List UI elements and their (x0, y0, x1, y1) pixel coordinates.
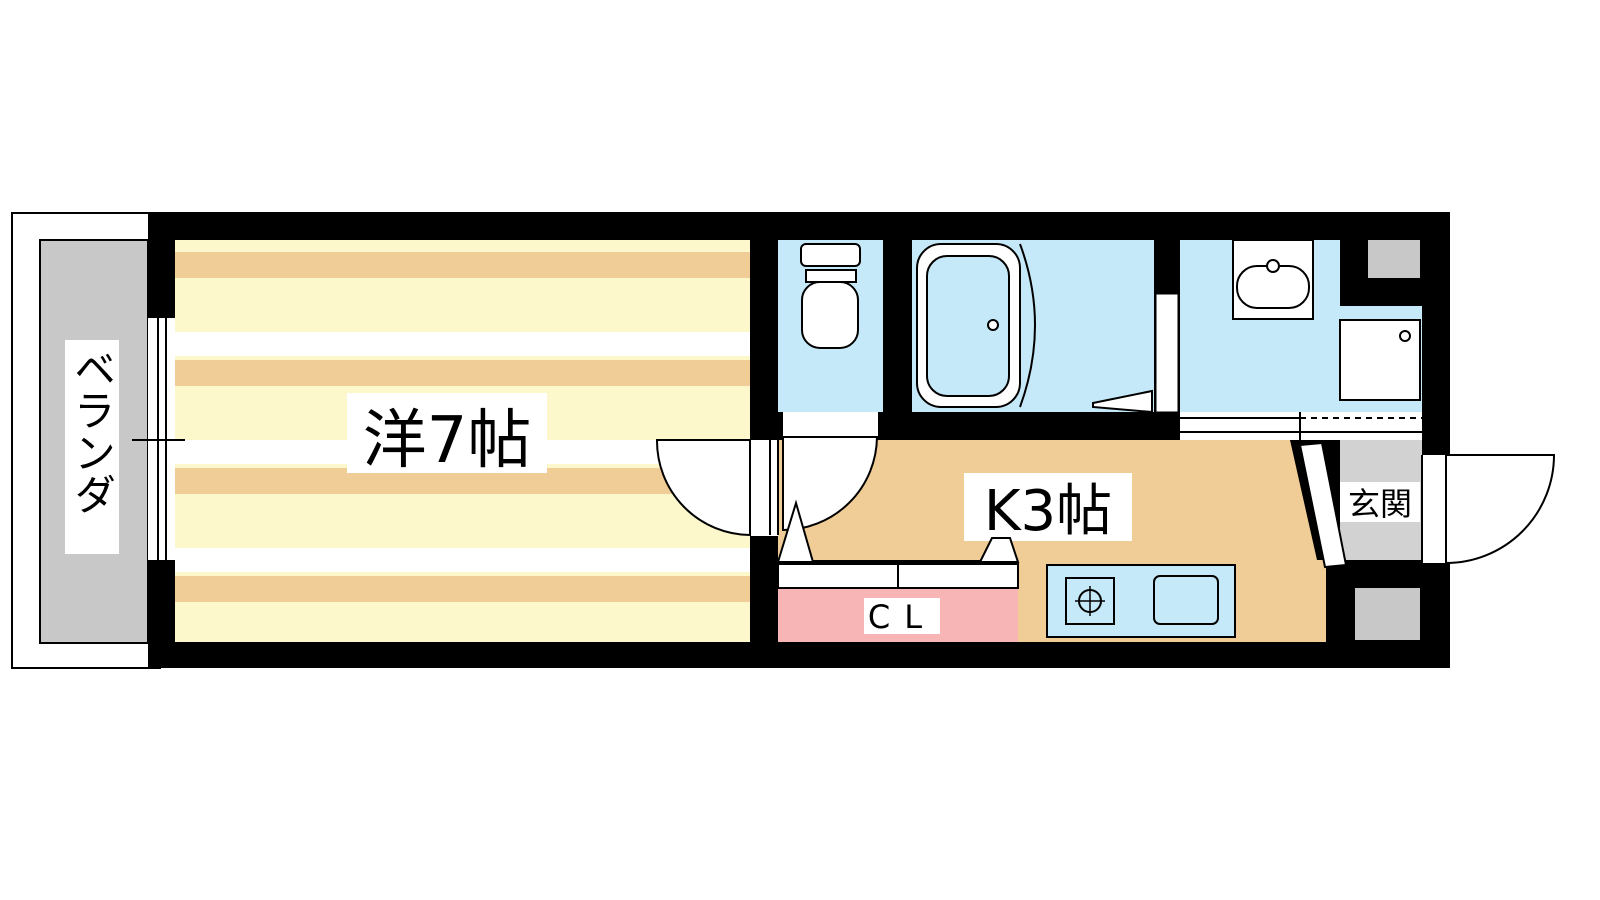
veranda-label-bg (65, 340, 119, 554)
kitchen-label-bg (964, 473, 1132, 541)
bathtub-drain (987, 319, 999, 331)
kitchen-sink-icon (1153, 575, 1219, 625)
bathroom-door-arrow (1092, 389, 1153, 414)
kitchen: K3帖 (778, 440, 1326, 642)
toilet-door (776, 436, 879, 563)
toilet-room (778, 240, 883, 437)
entrance-label: 玄関 (1348, 485, 1412, 523)
bathroom-door-frame (1155, 293, 1179, 413)
closet: CL (777, 563, 1019, 642)
toilet-door-arrow (776, 499, 815, 563)
entrance-door-swing (1445, 454, 1556, 565)
shoe-cabinet (1298, 441, 1348, 569)
toilet-door-swing (782, 436, 879, 532)
toilet-tank-lid (805, 269, 857, 283)
kitchen-label: K3帖 (984, 479, 1112, 544)
entrance: 玄関 (1298, 440, 1556, 642)
closet-label-bg (864, 598, 940, 634)
bathroom-door-curve (1019, 243, 1036, 408)
room-door (655, 439, 779, 537)
bathroom (912, 240, 1179, 414)
kitchen-door-arrow (978, 537, 1020, 563)
bathtub-inner (926, 255, 1010, 397)
room-door-swing (655, 439, 751, 537)
floor-gap (175, 332, 750, 356)
washing-drain (1399, 330, 1411, 342)
floor-stripe (175, 576, 750, 602)
washroom (1180, 239, 1422, 440)
balcony-window (132, 318, 185, 560)
floor-stripe (175, 360, 750, 386)
toilet-door-gap (783, 412, 878, 437)
faucet-icon (1266, 259, 1280, 273)
veranda: ベランダ (11, 212, 161, 669)
entrance-label-bg (1340, 482, 1420, 522)
veranda-label: ベランダ (68, 347, 117, 515)
pillar-tile (1368, 240, 1420, 278)
western-room-label: 洋7帖 (363, 404, 532, 478)
closet-label: CL (868, 598, 936, 636)
western-room-label-bg (347, 393, 547, 473)
western-room: 洋7帖 (175, 240, 750, 642)
toilet-tank (800, 243, 861, 267)
room-door-opening (750, 440, 778, 536)
toilet-bowl-icon (801, 281, 859, 349)
floor-gap (175, 548, 750, 572)
pillar-tile (1355, 588, 1420, 640)
floor-stripe (175, 252, 750, 278)
